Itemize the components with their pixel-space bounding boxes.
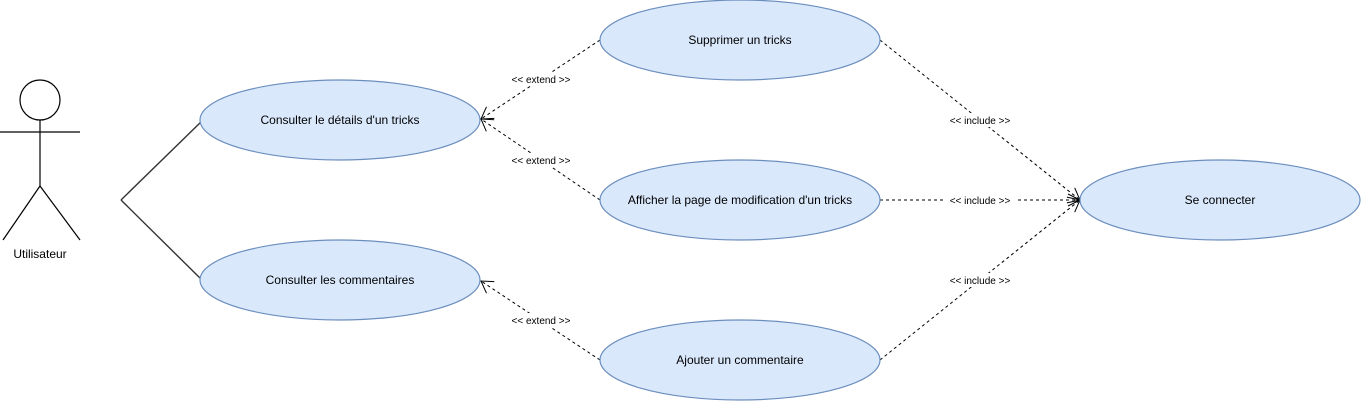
actor-utilisateur[interactable]: Utilisateur (0, 79, 81, 261)
extend-label-bg-ajouter (506, 313, 576, 327)
extend-label-bg-supprimer (506, 72, 576, 86)
extend-label-afficher: << extend >> (512, 156, 571, 167)
extend-label-supprimer: << extend >> (512, 75, 571, 86)
include-label-ajouter: << include >> (950, 276, 1011, 287)
use-case-ajouter-commentaire[interactable]: Ajouter un commentaire (599, 319, 881, 401)
use-case-consulter-commentaires[interactable]: Consulter les commentaires (199, 239, 481, 321)
use-case-label: Consulter les commentaires (266, 273, 415, 287)
use-case-ellipse (599, 0, 881, 81)
extend-arrow-ajouter (480, 280, 495, 294)
actor-label: Utilisateur (13, 247, 66, 261)
actor-right-leg (39, 185, 81, 241)
actor-head (19, 79, 61, 121)
extend-arrow-afficher (480, 118, 495, 132)
use-case-ellipse (199, 239, 481, 321)
extend-label-ajouter: << extend >> (512, 316, 571, 327)
use-case-label: Afficher la page de modification d'un tr… (628, 193, 852, 207)
use-case-label: Supprimer un tricks (688, 33, 791, 47)
use-case-label: Consulter le détails d'un tricks (260, 113, 419, 127)
association-consulter-details (120, 118, 205, 201)
actor-left-leg (2, 185, 41, 241)
include-label-bg-supprimer (945, 113, 1015, 127)
use-case-afficher-modification[interactable]: Afficher la page de modification d'un tr… (599, 159, 881, 241)
association-consulter-commentaires (120, 199, 205, 283)
include-label-bg-afficher (945, 193, 1015, 207)
use-case-supprimer[interactable]: Supprimer un tricks (599, 0, 881, 81)
use-case-label: Se connecter (1185, 193, 1256, 207)
use-case-se-connecter[interactable]: Se connecter (1079, 159, 1361, 241)
use-case-label: Ajouter un commentaire (676, 353, 804, 367)
include-label-bg-ajouter (945, 273, 1015, 287)
include-label-afficher: << include >> (950, 196, 1011, 207)
use-case-ellipse (199, 79, 481, 161)
extend-label-bg-afficher (506, 153, 576, 167)
use-case-ellipse (1079, 159, 1361, 241)
include-label-supprimer: << include >> (950, 116, 1011, 127)
use-case-consulter-details[interactable]: Consulter le détails d'un tricks (199, 79, 481, 161)
use-case-ellipse (599, 159, 881, 241)
use-case-ellipse (599, 319, 881, 401)
